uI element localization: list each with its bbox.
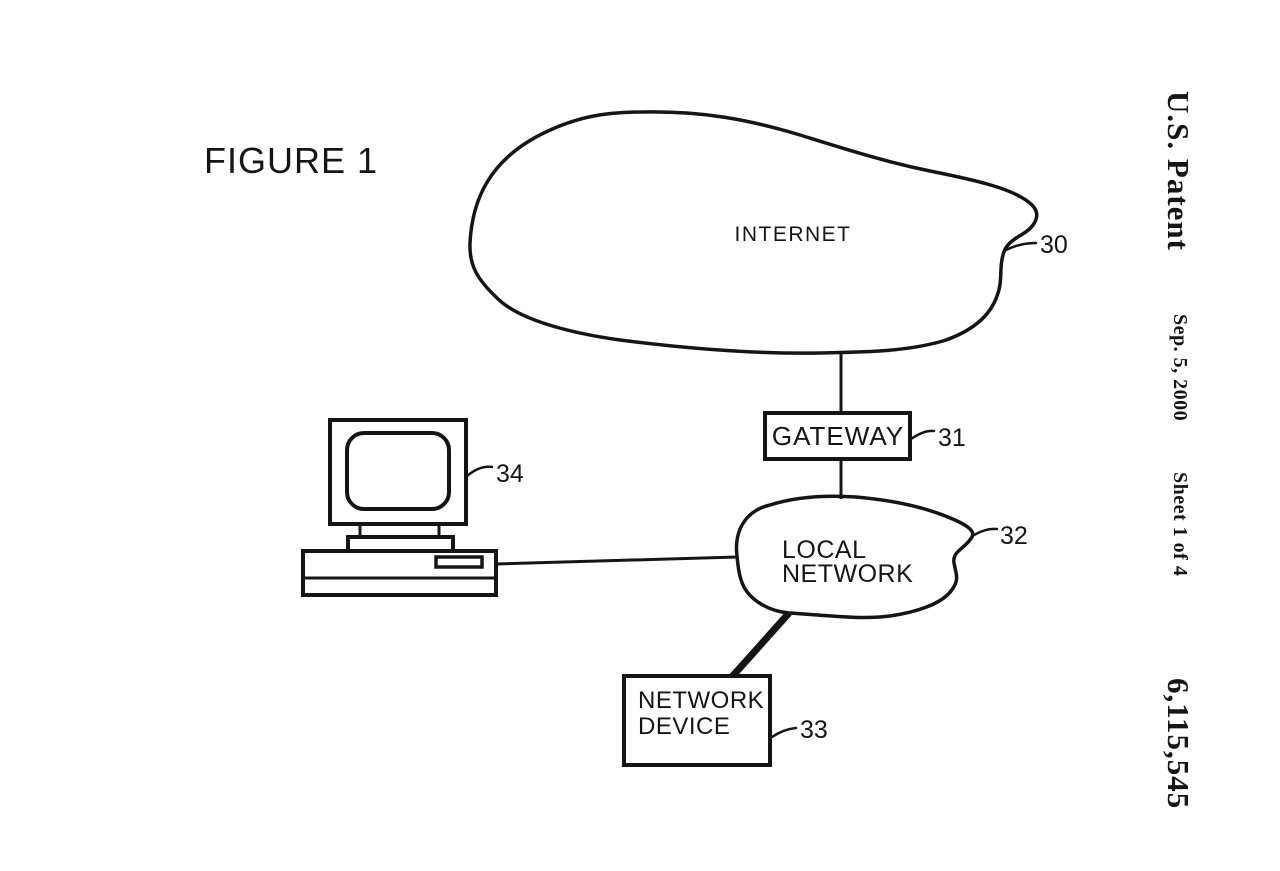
computer-localnetwork-line [495,555,738,566]
patent-office-label: U.S. Patent [1161,91,1196,251]
patent-sheet-label: Sheet 1 of 4 [1169,472,1191,577]
internet-label: INTERNET [735,223,852,246]
localnetwork-networkdevice-line [727,610,792,682]
patent-number-label: 6,115,545 [1161,678,1196,810]
network-device-ref-leader-line [770,726,798,739]
network-device-label-line2: DEVICE [638,713,730,740]
local-network-node: LOCAL NETWORK 32 [734,494,1028,620]
local-network-ref-number: 32 [1000,522,1028,550]
internet-cloud-outline [468,110,1039,355]
internet-ref-number: 30 [1040,231,1068,259]
gateway-node: GATEWAY 31 [763,411,966,461]
internet-ref-leader-line [1004,241,1038,252]
gateway-box [763,411,912,461]
computer-ref-leader-line [465,465,494,478]
computer-disk-slot [434,555,484,569]
computer-ref-number: 34 [496,460,524,488]
local-network-ref-leader-line [972,527,999,537]
computer-screen [345,431,451,511]
patent-date-label: Sep. 5, 2000 [1169,314,1191,422]
computer-pedestal [346,535,455,553]
computer-monitor-neck [358,524,441,537]
gateway-label: GATEWAY [772,421,904,451]
gateway-ref-leader-line [909,429,936,441]
local-network-label-line2: NETWORK [782,560,913,588]
local-network-cloud-outline [734,494,975,620]
network-device-box [622,674,772,767]
network-device-label-line1: NETWORK [638,687,764,714]
network-device-node: NETWORK DEVICE 33 [622,674,828,767]
internet-node: INTERNET 30 [468,110,1068,355]
gateway-ref-number: 31 [938,424,966,452]
local-network-label-line1: LOCAL [782,536,866,564]
figure-title: FIGURE 1 [204,140,378,181]
network-device-ref-number: 33 [800,716,828,744]
computer-illustration: 34 [301,418,524,597]
